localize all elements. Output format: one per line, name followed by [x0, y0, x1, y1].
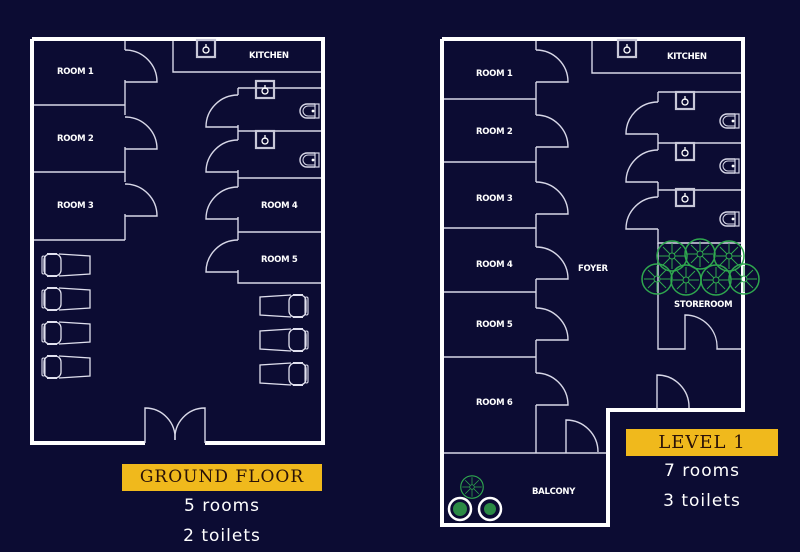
gf-room4-label: ROOM 4 — [261, 201, 298, 211]
level1-rooms-count: 7 rooms — [663, 461, 741, 481]
gf-room2-label: ROOM 2 — [57, 134, 94, 144]
gf-room1-label: ROOM 1 — [57, 67, 94, 77]
l1-storeroom-label: STOREROOM — [674, 300, 732, 310]
level1-toilets-count: 3 toilets — [663, 491, 741, 511]
l1-room1-label: ROOM 1 — [476, 69, 513, 79]
ground-floor-rooms-count: 5 rooms — [183, 496, 261, 516]
gf-room3-label: ROOM 3 — [57, 201, 94, 211]
l1-room5-label: ROOM 5 — [476, 320, 513, 330]
l1-kitchen-label: KITCHEN — [667, 52, 707, 62]
ground-floor-toilets-count: 2 toilets — [183, 526, 261, 546]
l1-room4-label: ROOM 4 — [476, 260, 513, 270]
l1-room2-label: ROOM 2 — [476, 127, 513, 137]
l1-room6-label: ROOM 6 — [476, 398, 513, 408]
gf-room5-label: ROOM 5 — [261, 255, 298, 265]
ground-floor-plan: ROOM 1 ROOM 2 ROOM 3 KITCHEN ROOM 4 ROOM… — [30, 37, 325, 445]
l1-foyer-label: FOYER — [578, 264, 608, 274]
l1-room3-label: ROOM 3 — [476, 194, 513, 204]
level1-plan: ROOM 1 ROOM 2 ROOM 3 ROOM 4 ROOM 5 ROOM … — [440, 37, 760, 527]
level1-title: LEVEL 1 — [626, 429, 778, 456]
balcony-plants — [447, 475, 503, 522]
gf-kitchen-label: KITCHEN — [249, 51, 289, 61]
ground-floor-title: GROUND FLOOR — [122, 464, 322, 491]
l1-balcony-label: BALCONY — [532, 487, 576, 497]
